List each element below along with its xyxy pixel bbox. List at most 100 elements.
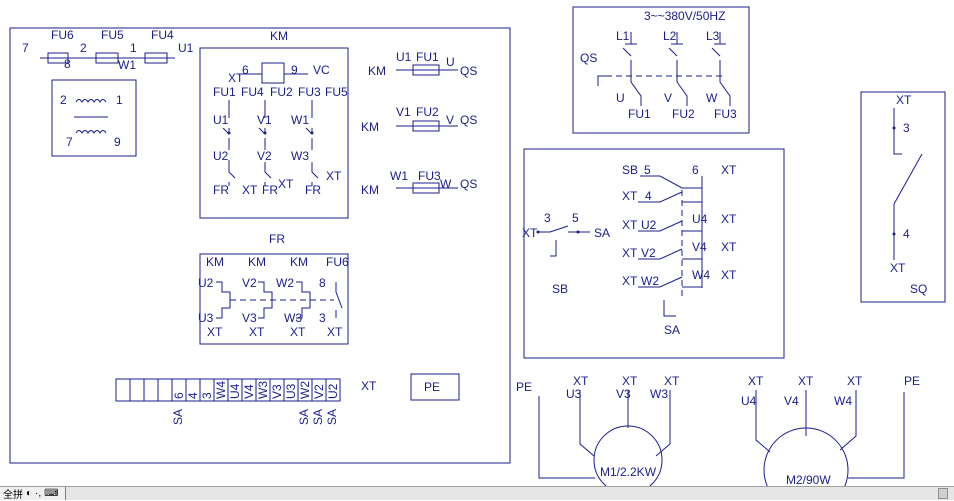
terminal-under-sa3: SA [311,409,325,425]
transformer-secondary-coil [75,130,107,134]
km-fuse-row-2-out: V [446,113,454,127]
ime-status-bar[interactable]: 全拼 ◐ ·, ⌨ [0,487,66,501]
transformer-primary-coil [75,99,107,103]
fr-bottom-2: XT [249,325,265,339]
sb-switch-contact [538,225,590,257]
sb-switch-sa: SA [594,226,610,240]
sq-label: SQ [910,282,927,296]
sa-handle [663,300,676,317]
fr-bottom-4: XT [327,325,343,339]
terminal-cell [115,378,131,402]
km-top-label-5: FU5 [325,85,348,99]
km-fuse-row-3-qs: QS [460,177,477,191]
km-fuse-row-3-out: W [440,177,452,191]
source-w: W [706,91,718,105]
km-fuse-rows: KM U1 FU1 U QS KM V1 FU2 V QS KM W1 FU3 [361,50,477,197]
sb-switch-n5: 5 [572,211,579,225]
terminal-cell-label: U3 [284,383,298,399]
transformer-pin-7: 7 [66,135,73,149]
km-box-title: KM [270,29,288,43]
motor1-w3: W3 [650,387,668,401]
xt-row-contact [638,248,702,260]
motor2-xt3: XT [847,374,863,388]
motor2-pe: PE [904,374,920,388]
motor1-xt2: XT [622,374,638,388]
fr-top-4: FU6 [326,255,349,269]
km-box-vc: VC [313,63,330,77]
km-bottom-fr3: FR [305,183,321,197]
transformer-frame [51,79,137,157]
ime-mode[interactable]: 全拼 [3,490,23,501]
fuse-chain-n8: 8 [64,57,71,71]
km-coil [261,62,285,84]
sq-xt-bottom: XT [890,261,906,275]
terminal-cell [157,378,173,402]
terminal-cell [325,378,341,402]
xt-row-code: V2 [641,246,656,260]
km-fuse-row-1-km: KM [368,64,386,78]
sq-panel-frame [860,91,946,303]
km-fuse-row-3-fuse: FU3 [418,169,441,183]
moon-icon[interactable]: ◐ [26,488,33,499]
fuse-fu2 [412,120,440,132]
transformer-pin-2: 2 [60,93,67,107]
motor1-rating: M1/2.2KW [600,465,657,479]
xt-row-right-code: W4 [692,268,710,282]
motor1-xt1: XT [573,374,589,388]
motor-2: XT XT XT PE U4 V4 W4 M2/90W [741,374,920,500]
transformer: 2 1 7 9 [51,79,137,157]
sb-n5: 5 [644,163,651,177]
fuse-chain-n1: 1 [130,41,137,55]
qs-pole-2 [668,32,688,106]
xt-row-right-xt: XT [721,212,737,226]
fr-low-1: U3 [198,311,214,325]
source-v: V [664,91,672,105]
source-fu2: FU2 [672,107,695,121]
km-fuse-row-2: KM V1 FU2 V QS [361,105,477,134]
motor1-pe-wire [538,396,595,479]
km-fuse-row-1-fuse: FU1 [416,50,439,64]
km-box-n9: 9 [291,63,298,77]
fr-bottom-1: XT [207,325,223,339]
keyboard-icon[interactable]: ⌨ [44,488,59,499]
xt-row-contact [638,220,702,232]
terminal-cell [143,378,159,402]
km-fuse-row-3-label: W1 [390,169,408,183]
sq-xt-top: XT [896,93,912,107]
terminal-cell-label: V3 [270,384,284,399]
xt-row-contact [638,191,702,203]
control-panel-frame [9,27,511,464]
terminal-strip-xt: XT [361,379,377,393]
ime-punct[interactable]: ·, [35,488,42,499]
km-fuse-row-2-qs: QS [460,113,477,127]
terminal-cell-label: 4 [186,392,200,399]
terminal-cell-label: U4 [228,383,242,399]
xt-row-right-xt: XT [721,268,737,282]
fr-aux-contact [335,282,343,318]
xt-row-right-code: V4 [692,240,707,254]
phase-l1: L1 [616,29,630,43]
motor2-rating: M2/90W [786,473,831,487]
fuse-fu3 [412,182,440,194]
scroll-right-button[interactable] [938,488,948,499]
terminal-under-sa1: SA [171,409,185,425]
km-top-label-3: FU2 [270,85,293,99]
km-bottom-xt1: XT [242,183,258,197]
sb-n6: 6 [692,163,699,177]
fr-mid-1: U2 [198,276,214,290]
sb-xt: XT [721,163,737,177]
fuse-fu6 [47,52,69,64]
terminal-cell-label: W3 [256,381,270,399]
fr-top-3: KM [290,255,308,269]
fuse-fu6-label: FU6 [51,28,74,42]
terminal-under-sa4: SA [325,409,339,425]
terminal-cell-label: 3 [200,392,214,399]
motor2-xt1: XT [748,374,764,388]
switch-panel-frame [523,148,785,359]
terminal-under-sa2: SA [297,409,311,425]
motor-1: PE XT XT XT U3 V3 W3 M1/2.2KW [516,374,680,495]
